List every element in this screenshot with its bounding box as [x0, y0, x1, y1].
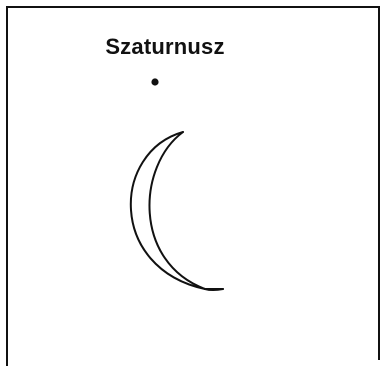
saturn-dot-icon [151, 78, 159, 86]
saturn-label: Szaturnusz [105, 34, 225, 59]
frame-border-left [6, 6, 8, 366]
frame-border-right [378, 6, 380, 360]
crescent-moon-icon [130, 131, 224, 292]
frame-border-top [6, 6, 380, 8]
